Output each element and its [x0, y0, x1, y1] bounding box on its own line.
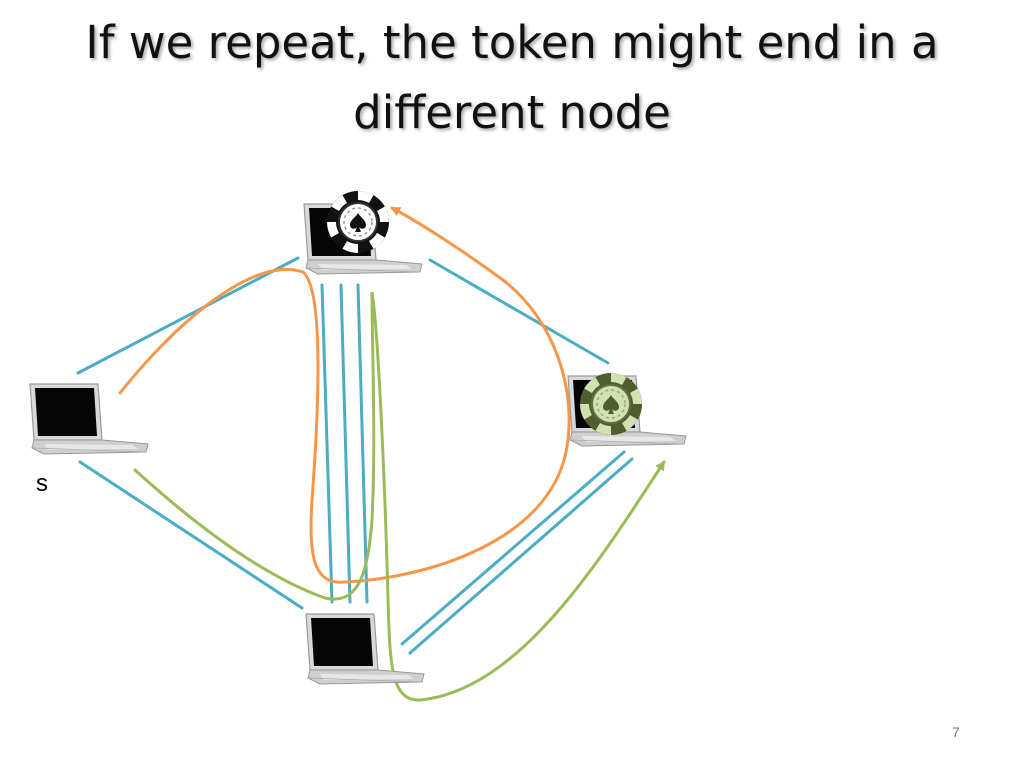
link-bottom-right-2 [408, 457, 634, 655]
link-top-bottom-2 [339, 283, 352, 604]
laptop-icon [29, 383, 149, 455]
link-top-bottom-3 [356, 283, 369, 604]
laptop-left [29, 383, 149, 455]
laptop-bottom [305, 613, 425, 685]
link-left-top [76, 256, 300, 375]
link-top-right [428, 258, 610, 365]
laptop-icon [305, 613, 425, 685]
green-walk-path [133, 291, 666, 702]
orange-walk-path [118, 206, 571, 584]
link-bottom-right-1 [400, 450, 626, 646]
poker-chip-icon [326, 190, 390, 254]
source-node-label: s [36, 470, 48, 497]
poker-chip-icon [579, 372, 643, 436]
network-links [76, 256, 634, 655]
slide-title: If we repeat, the token might end in a d… [85, 16, 939, 139]
slide-number: 7 [952, 724, 960, 740]
link-top-bottom-1 [320, 283, 334, 604]
link-left-bottom [78, 460, 304, 610]
